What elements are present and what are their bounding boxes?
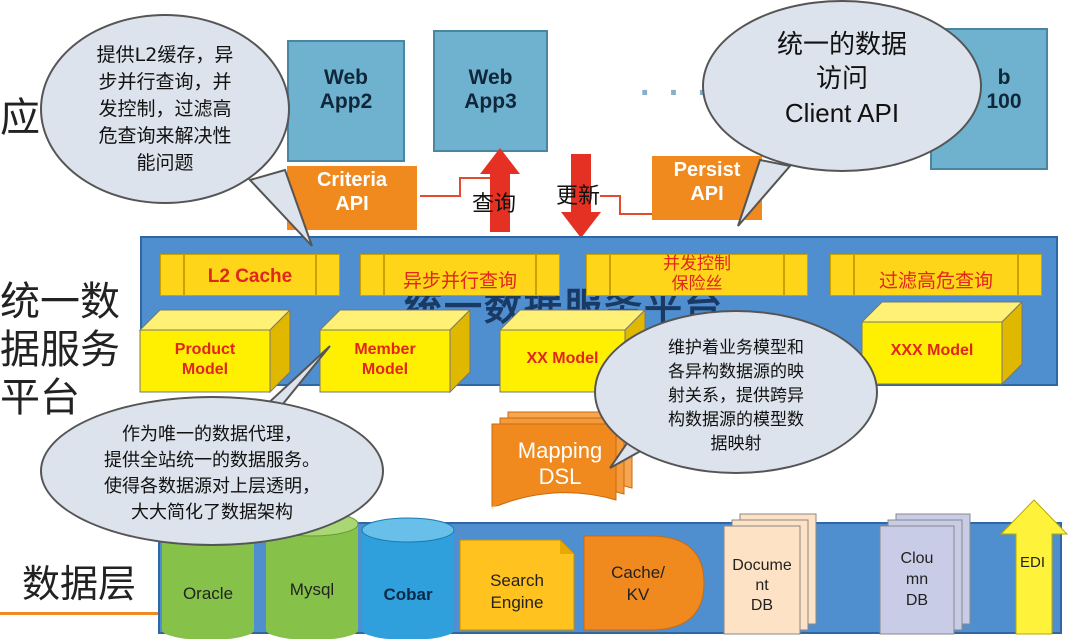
callout-data-proxy: 作为唯一的数据代理， 提供全站统一的数据服务。 使得各数据源对上层透明， 大大简… bbox=[40, 396, 384, 546]
callout-mapping-line2: 各异构数据源的映 bbox=[668, 362, 804, 382]
xxx-model-cube bbox=[860, 300, 1024, 386]
callout-performance-line4: 危查询来解决性 bbox=[98, 125, 232, 147]
criteria-api-line1: Criteria bbox=[316, 169, 388, 191]
callout-performance-line3: 发控制，过滤高 bbox=[98, 98, 232, 120]
column-db-label: Clou mn DB bbox=[880, 548, 954, 611]
web-app2-line2: App2 bbox=[319, 90, 373, 113]
search-engine-line2: Engine bbox=[490, 593, 544, 612]
document-db-line2: nt bbox=[755, 577, 769, 594]
document-db-label: Docume nt DB bbox=[724, 556, 800, 616]
callout-performance: 提供L2缓存，异 步并行查询，并 发控制，过滤高 危查询来解决性 能问题 bbox=[40, 14, 290, 204]
callout-client-api-line1: 统一的数据 bbox=[776, 30, 907, 60]
callout-client-api: 统一的数据 访问 Client API bbox=[702, 0, 982, 172]
edi-label: EDI bbox=[1020, 554, 1046, 571]
filter-label: 过滤高危查询 bbox=[878, 271, 993, 292]
document-db-stack bbox=[723, 513, 817, 635]
async-query-label: 异步并行查询 bbox=[402, 271, 517, 292]
platform-label-line1: 统一数 bbox=[0, 279, 120, 325]
web-app100-line2: 100 bbox=[986, 90, 1022, 113]
cobar-label: Cobar bbox=[383, 585, 433, 604]
callout-mapping-line4: 构数据源的模型数 bbox=[668, 410, 804, 430]
search-engine-shape bbox=[459, 539, 575, 631]
callout-performance-line2: 步并行查询，并 bbox=[98, 71, 232, 93]
cache-kv-line1: Cache/ bbox=[611, 563, 665, 582]
mapping-dsl-line2: DSL bbox=[538, 464, 582, 489]
l2-cache-label: L2 Cache bbox=[207, 266, 293, 287]
xxx-model-label: XXX Model bbox=[890, 342, 974, 359]
member-model-label: Member Model bbox=[320, 340, 450, 380]
callout-performance-line1: 提供L2缓存，异 bbox=[96, 44, 234, 66]
criteria-api-box: Criteria API bbox=[287, 166, 417, 230]
application-layer-label: 应 bbox=[0, 95, 40, 141]
filter-band bbox=[830, 254, 1042, 296]
platform-label-line3: 平台 bbox=[0, 375, 80, 421]
cobar-cylinder bbox=[361, 517, 455, 639]
platform-layer-label: 统一数 据服务 平台 bbox=[0, 278, 120, 422]
l2-cache-band bbox=[160, 254, 340, 296]
callout-data-proxy-line1: 作为唯一的数据代理， bbox=[122, 424, 302, 445]
web-app3-line2: App3 bbox=[464, 90, 517, 113]
update-down-arrow bbox=[561, 154, 601, 238]
data-layer-underline bbox=[0, 612, 158, 615]
platform-label-line2: 据服务 bbox=[0, 327, 120, 373]
query-label: 查询 bbox=[472, 192, 517, 217]
oracle-label: Oracle bbox=[182, 584, 234, 603]
member-model-line1: Member bbox=[354, 341, 416, 358]
product-model-line1: Product bbox=[174, 341, 236, 358]
cache-kv-shape bbox=[583, 535, 705, 631]
web-app3-line1: Web bbox=[468, 66, 513, 89]
web-app3-box: Web App3 bbox=[433, 30, 548, 152]
concurrency-label-line2: 保险丝 bbox=[671, 274, 723, 293]
callout-performance-line5: 能问题 bbox=[136, 152, 194, 174]
web-app2-line1: Web bbox=[324, 66, 368, 89]
persist-api-line1: Persist bbox=[673, 159, 741, 181]
document-db-line1: Docume bbox=[732, 557, 792, 574]
document-db-line3: DB bbox=[750, 597, 774, 614]
web-app2-box: Web App2 bbox=[287, 40, 405, 162]
product-model-line2: Model bbox=[181, 361, 229, 378]
search-engine-label: Search Engine bbox=[460, 570, 574, 614]
mapping-dsl-label: Mapping DSL bbox=[500, 438, 620, 490]
mysql-label: Mysql bbox=[289, 580, 335, 599]
callout-data-proxy-line3: 使得各数据源对上层透明， bbox=[104, 476, 320, 497]
callout-data-proxy-line2: 提供全站统一的数据服务。 bbox=[104, 450, 320, 471]
member-model-line2: Model bbox=[361, 361, 409, 378]
callout-client-api-line2: 访问 bbox=[815, 64, 868, 94]
concurrency-label: 并发控制 保险丝 bbox=[586, 254, 808, 294]
update-label: 更新 bbox=[556, 184, 601, 209]
member-model-cube bbox=[318, 308, 472, 394]
async-query-band bbox=[360, 254, 560, 296]
cache-kv-line2: KV bbox=[626, 585, 650, 604]
xx-model-label: XX Model bbox=[526, 350, 599, 367]
persist-api-line2: API bbox=[690, 183, 724, 205]
mapping-dsl-line1: Mapping bbox=[517, 438, 603, 463]
callout-mapping: 维护着业务模型和 各异构数据源的映 射关系，提供跨异 构数据源的模型数 据映射 bbox=[594, 310, 878, 474]
column-db-line2: mn bbox=[905, 571, 929, 588]
data-layer-label: 数据层 bbox=[22, 562, 137, 606]
cache-kv-label: Cache/ KV bbox=[590, 562, 686, 606]
column-db-line1: Clou bbox=[900, 550, 934, 567]
product-model-label: Product Model bbox=[140, 340, 270, 380]
callout-data-proxy-line4: 大大简化了数据架构 bbox=[131, 502, 293, 523]
column-db-stack bbox=[879, 513, 971, 635]
query-up-arrow bbox=[480, 148, 520, 232]
column-db-line3: DB bbox=[905, 592, 929, 609]
concurrency-band bbox=[586, 254, 808, 296]
criteria-api-line2: API bbox=[335, 193, 369, 215]
callout-mapping-line5: 据映射 bbox=[710, 434, 762, 454]
product-model-cube bbox=[138, 308, 292, 394]
callout-client-api-line3: Client API bbox=[784, 98, 900, 128]
web-app100-line1: b bbox=[997, 66, 1011, 89]
concurrency-label-line1: 并发控制 bbox=[663, 254, 731, 273]
search-engine-line1: Search bbox=[490, 571, 544, 590]
callout-mapping-line3: 射关系，提供跨异 bbox=[668, 386, 804, 406]
apps-ellipsis: · · · bbox=[640, 74, 713, 112]
edi-up-arrow bbox=[999, 499, 1069, 635]
callout-mapping-line1: 维护着业务模型和 bbox=[668, 338, 804, 358]
mysql-cylinder bbox=[265, 511, 359, 639]
